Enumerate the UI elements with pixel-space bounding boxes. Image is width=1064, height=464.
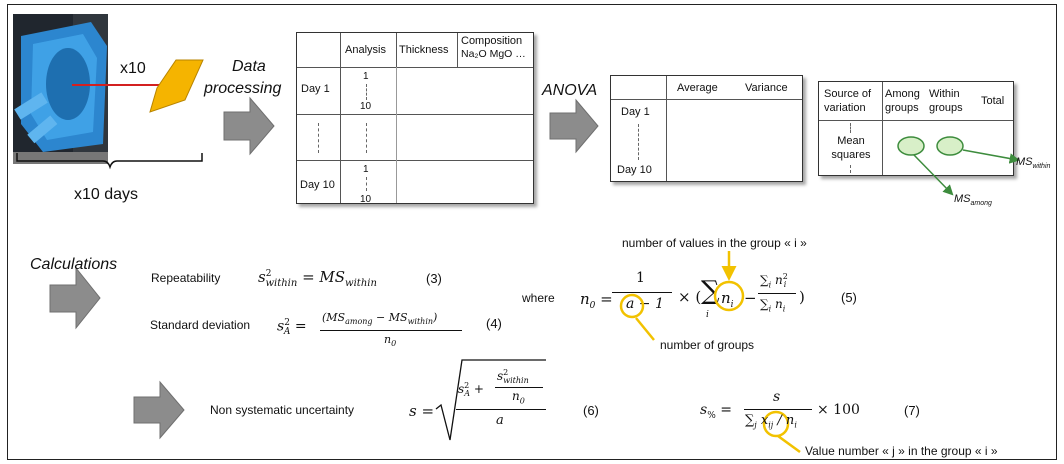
eq5-a-minus-1: a − 1: [626, 296, 664, 312]
eq7-lhs: s% =: [700, 402, 732, 421]
anova-label: ANOVA: [542, 82, 598, 99]
col-thickness: Thickness: [399, 44, 449, 56]
col-total: Total: [981, 95, 1005, 107]
eq7-times100: × 100: [817, 402, 860, 418]
day10-first: 1: [363, 164, 369, 175]
ms-within-label: MSwithin: [1016, 156, 1051, 171]
ellipsis-analyses: [366, 123, 367, 153]
eq5-frac-num: ∑i n2i: [760, 272, 788, 290]
calculations-title: Calculations: [30, 256, 118, 273]
eq3-formula: s2within = MSwithin: [258, 268, 377, 289]
eq6-lhs: s =: [409, 402, 435, 420]
col-variance: Variance: [745, 82, 788, 94]
within-oval: [936, 136, 964, 156]
arrow-right-icon: [49, 266, 101, 330]
xij-highlight: [762, 410, 790, 438]
col-composition: Composition: [461, 35, 523, 47]
eq6-swithin2: s2within: [497, 368, 529, 386]
where-label: where: [522, 291, 555, 305]
eq5-times: × (: [678, 288, 702, 306]
note-values-in-group: number of values in the group « i »: [622, 236, 807, 250]
day1-last: 10: [360, 101, 372, 112]
eq7-number: (7): [904, 403, 920, 418]
eq4-numerator: (MSamong − MSwithin): [322, 311, 438, 327]
eq7-denominator: ∑j xij / ni: [745, 413, 797, 430]
anova-table: Source of variation Among groups Within …: [818, 81, 1014, 176]
eq5-sum-index: i: [706, 310, 709, 320]
x10-days-label: x10 days: [74, 186, 139, 203]
eq5-one: 1: [636, 270, 645, 286]
note-number-of-groups: number of groups: [660, 338, 755, 352]
day1-first: 1: [363, 71, 369, 82]
eq5-minus: −: [744, 289, 757, 307]
arrow-right-icon: [223, 96, 275, 156]
eq5-ni: ni: [721, 289, 734, 310]
among-oval: [897, 136, 925, 156]
eq6-number: (6): [583, 403, 599, 418]
eq3-number: (3): [426, 271, 442, 286]
eq5-number: (5): [841, 290, 857, 305]
raw-data-table: Analysis Thickness Composition Na₂O MgO …: [296, 32, 534, 205]
row-day1: Day 1: [301, 83, 330, 95]
nonsystematic-label: Non systematic uncertainty: [210, 403, 355, 417]
arrow-right-icon: [549, 98, 599, 154]
col-within: Within groups: [929, 88, 963, 114]
note-value-j: Value number « j » in the group « i »: [805, 444, 998, 458]
col-average: Average: [677, 82, 718, 94]
row-day10: Day 10: [300, 179, 335, 191]
repeatability-label: Repeatability: [151, 271, 221, 285]
day10-last: 10: [360, 194, 372, 205]
eq6-a: a: [496, 413, 504, 428]
instrument-drawing: [13, 14, 108, 164]
ni-highlight: [713, 280, 745, 312]
row-day10: Day 10: [617, 164, 652, 176]
ellipsis-days: [318, 123, 319, 153]
summary-table: Average Variance Day 1 Day 10: [610, 75, 803, 182]
sample-piece: [149, 59, 204, 113]
eq4-lhs: s2A =: [277, 318, 307, 338]
x10-label: x10: [120, 60, 146, 77]
eq7-numerator: s: [773, 389, 781, 405]
eq5-lhs: n0 =: [580, 290, 613, 311]
instrument-photo: [13, 14, 108, 164]
eq6-sa2: s2A +: [458, 381, 484, 399]
col-source: Source of variation: [824, 88, 872, 114]
col-analysis: Analysis: [345, 44, 386, 56]
col-composition-oxides: Na₂O MgO …: [461, 48, 526, 60]
eq5-close: ): [799, 288, 805, 306]
row-mean-squares: Mean squares: [831, 135, 871, 161]
ms-among-label: MSamong: [954, 193, 992, 208]
row-day1: Day 1: [621, 106, 650, 118]
eq4-number: (4): [486, 316, 502, 331]
eq4-denominator: n0: [384, 333, 397, 349]
data-processing-line2: processing: [204, 80, 282, 97]
stddev-label: Standard deviation: [150, 318, 251, 332]
eq6-n0: n0: [512, 389, 525, 406]
arrow-right-icon: [133, 380, 185, 440]
col-among: Among groups: [885, 88, 920, 114]
eq5-frac-den: ∑i ni: [760, 297, 786, 314]
a-highlight: [619, 293, 645, 319]
data-processing-line1: Data: [232, 58, 266, 75]
